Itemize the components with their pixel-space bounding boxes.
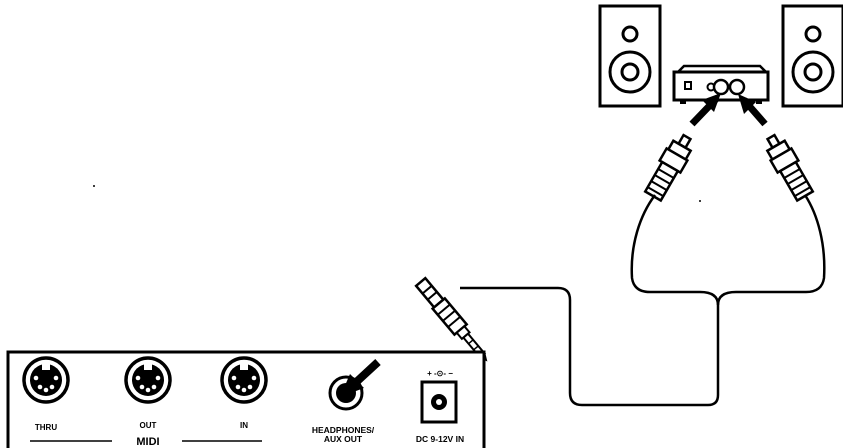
dc-polarity-label: + -⊙- −	[427, 369, 453, 378]
thru-label: THRU	[35, 423, 57, 432]
headphones-label-line2: AUX OUT	[324, 434, 363, 444]
arrow-icon	[689, 93, 721, 127]
phone-plug-icon	[414, 276, 488, 362]
arrow-icon	[340, 359, 381, 397]
rca-plug-left-icon	[641, 129, 699, 204]
arrow-icon	[738, 94, 768, 127]
midi-label: MIDI	[136, 436, 159, 448]
cable	[460, 286, 720, 407]
rca-plug-right-icon	[759, 129, 817, 204]
midi-out-port-icon	[124, 356, 172, 404]
dc-in-label: DC 9-12V IN	[416, 434, 464, 444]
left-speaker-icon	[598, 4, 662, 108]
midi-in-port-icon	[220, 356, 268, 404]
headphones-label-line1: HEADPHONES/	[312, 425, 375, 435]
out-label: OUT	[140, 421, 157, 430]
midi-thru-port-icon	[22, 356, 70, 404]
cable	[716, 194, 826, 306]
cable	[630, 194, 720, 306]
in-label: IN	[240, 421, 248, 430]
dc-in-jack-icon	[420, 380, 458, 424]
amplifier-icon	[672, 64, 770, 104]
right-speaker-icon	[781, 4, 843, 108]
